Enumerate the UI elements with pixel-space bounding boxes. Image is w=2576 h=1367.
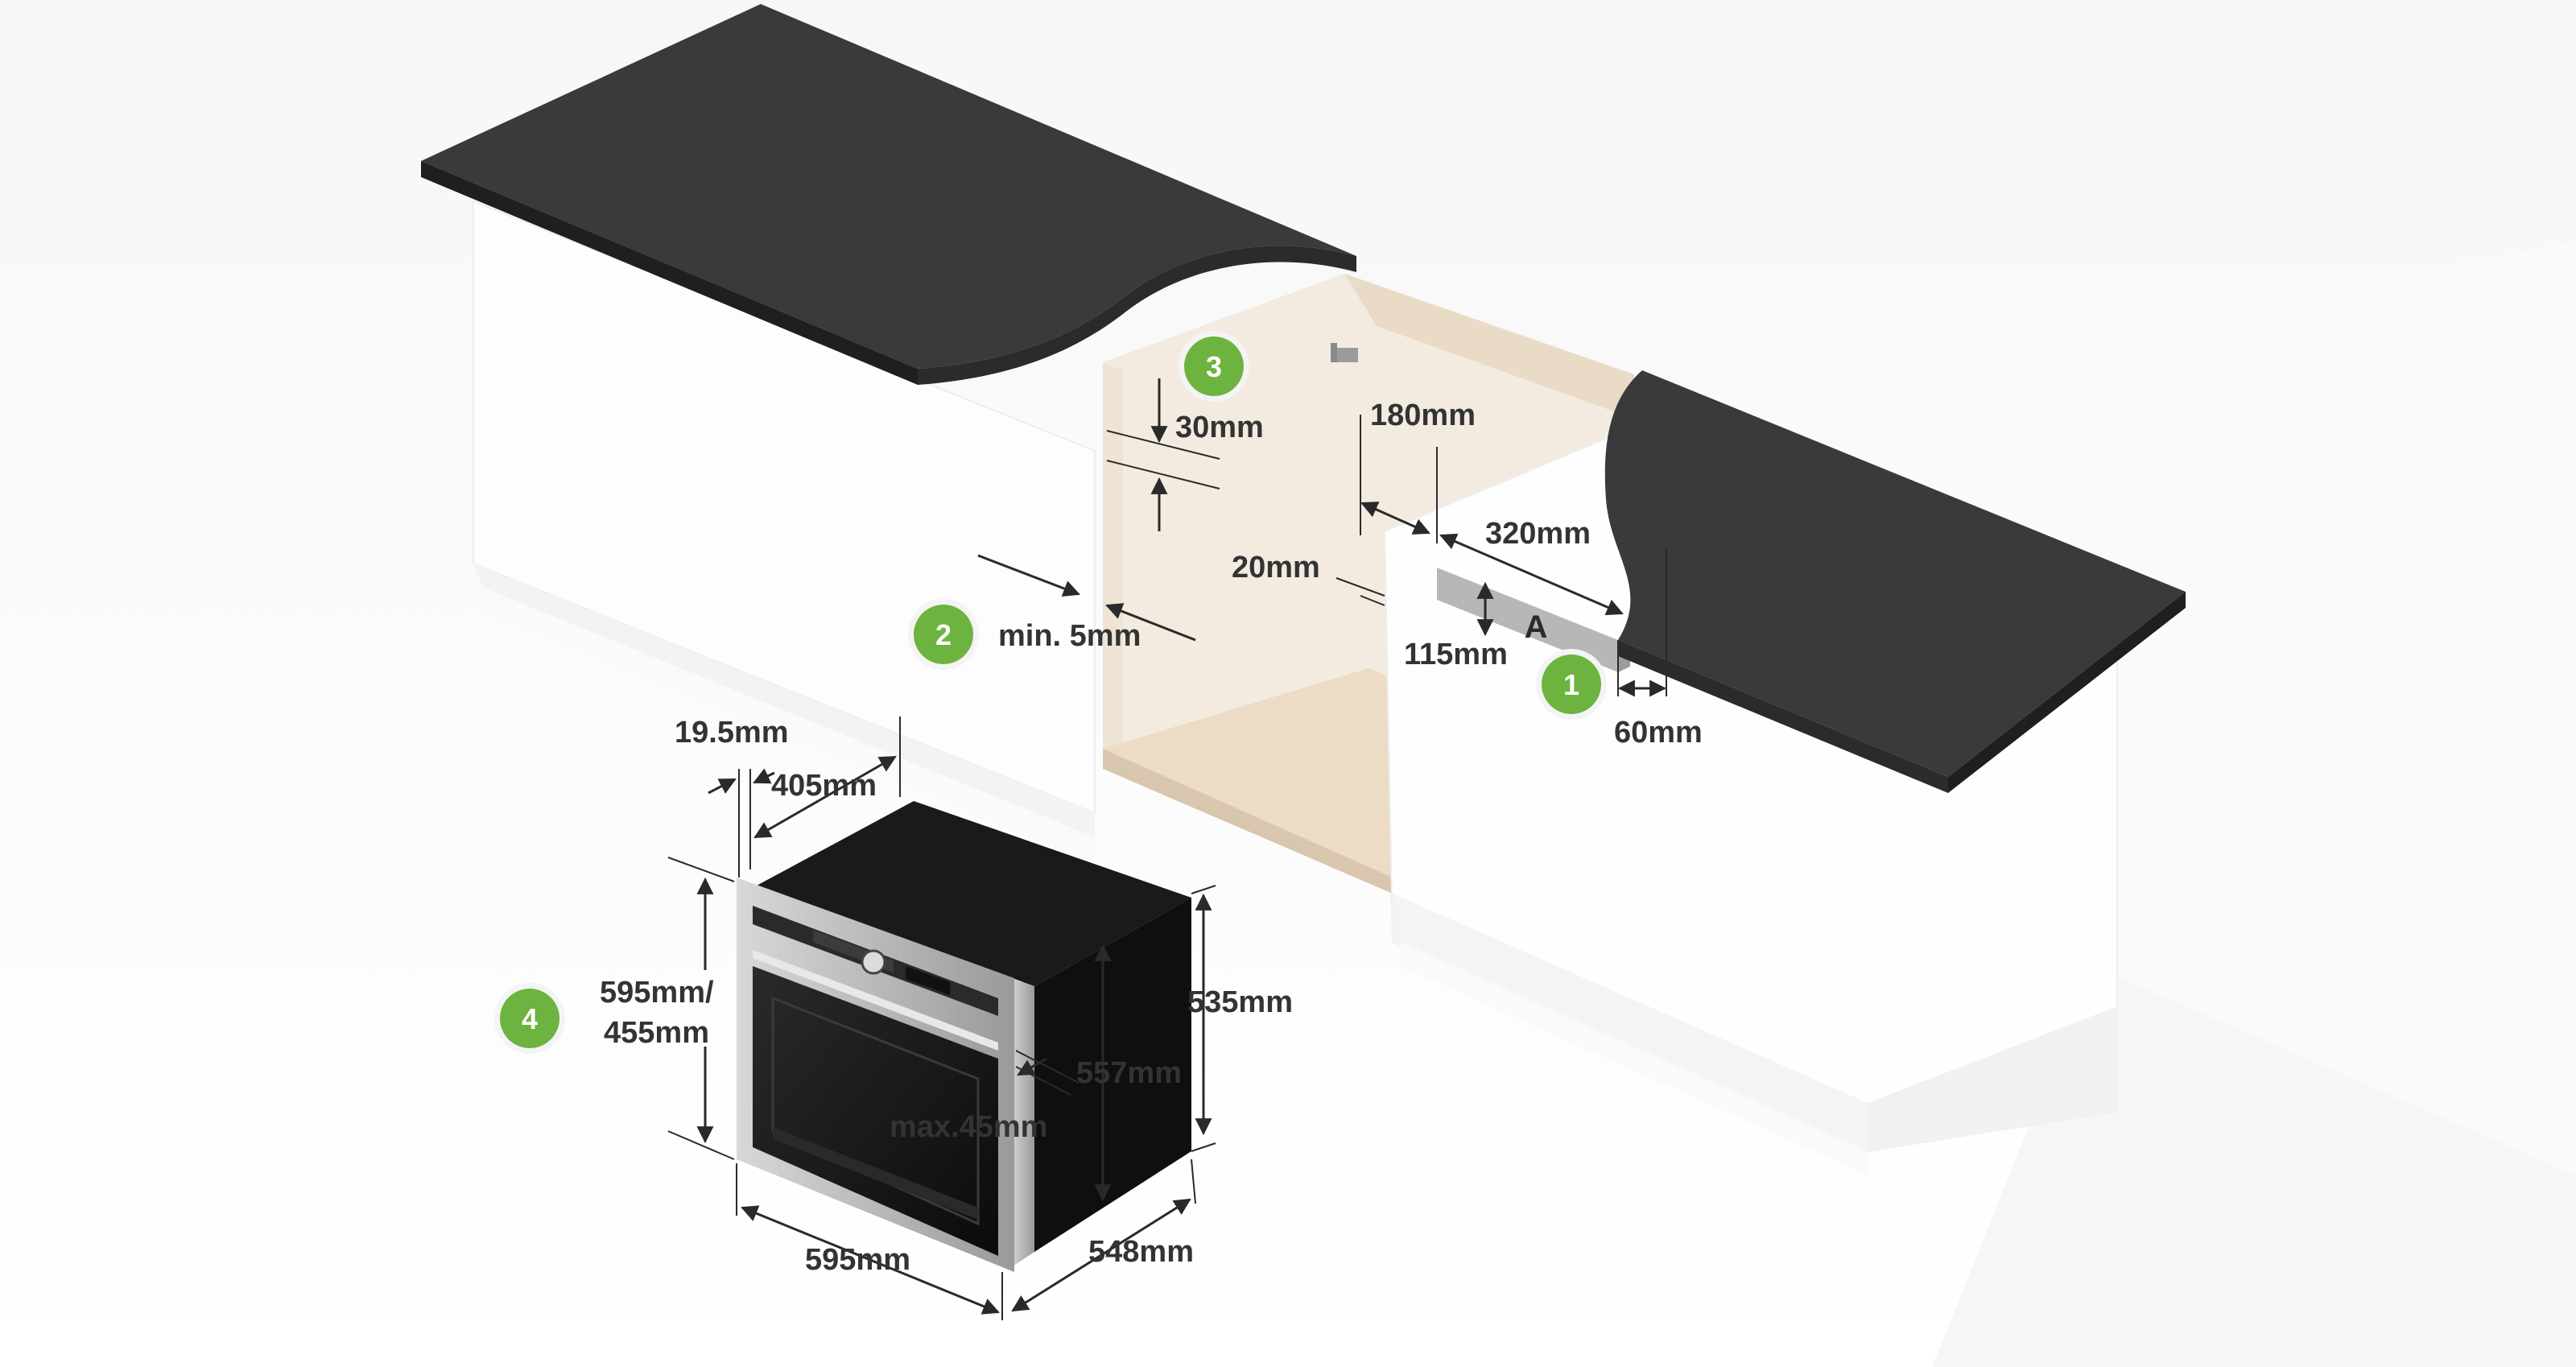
dim-label-115mm: 115mm [1404, 638, 1508, 671]
step-badge-number: 2 [935, 618, 952, 651]
step-badge-number: 3 [1206, 350, 1222, 383]
dim-label-557mm: 557mm [1076, 1056, 1182, 1090]
step-badge-2: 2 [908, 599, 979, 670]
zone-label-a: A [1525, 609, 1548, 645]
dim-label-30mm: 30mm [1175, 411, 1264, 444]
dim-label-548mm: 548mm [1088, 1235, 1194, 1269]
dim-label-595mm-width: 595mm [805, 1243, 910, 1277]
dimension-labels: 30mm 180mm 320mm 20mm 115mm 60mm min. 5m… [600, 399, 1703, 1277]
dim-label-max-45mm: max.45mm [890, 1110, 1047, 1144]
dimension-lines [667, 378, 1667, 1320]
oven-icon [737, 801, 1191, 1272]
dim-label-180mm: 180mm [1370, 399, 1476, 432]
dim-label-60mm: 60mm [1614, 716, 1703, 750]
step-badge-4: 4 [494, 983, 565, 1054]
dim-label-535mm: 535mm [1187, 985, 1293, 1019]
dim-label-20mm: 20mm [1232, 551, 1320, 584]
dim-label-19-5mm: 19.5mm [675, 716, 789, 750]
step-badge-3: 3 [1179, 331, 1249, 402]
dim-label-min-5mm: min. 5mm [998, 619, 1141, 653]
step-badge-number: 4 [522, 1002, 538, 1035]
step-badge-1: 1 [1536, 649, 1607, 720]
right-countertop [1604, 370, 2186, 793]
dim-label-455mm-height: 455mm [604, 1016, 709, 1050]
left-countertop [421, 4, 1356, 385]
dim-label-320mm: 320mm [1485, 517, 1591, 551]
dim-label-595mm-height: 595mm/ [600, 976, 714, 1010]
step-badge-number: 1 [1563, 668, 1579, 701]
dim-label-405mm: 405mm [771, 769, 877, 803]
